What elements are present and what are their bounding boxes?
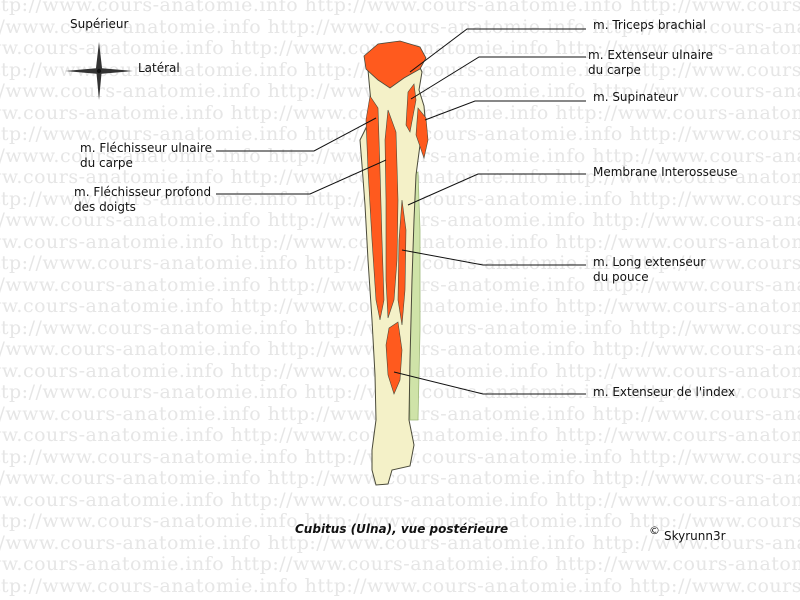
watermark-row: http://www.cours-anatomie.info http://ww… bbox=[0, 467, 800, 489]
watermark-row: http://www.cours-anatomie.info http://ww… bbox=[0, 15, 800, 38]
muscle-flechisseur-ulnaire bbox=[365, 95, 385, 321]
label-line-2: des doigts bbox=[74, 200, 136, 214]
muscle-long-extenseur-pouce bbox=[397, 199, 407, 326]
muscle-flechisseur-profond bbox=[384, 109, 399, 319]
label-line-1: m. Fléchisseur profond bbox=[74, 185, 212, 199]
leader-membrane bbox=[407, 173, 586, 206]
label-line-2: du carpe bbox=[588, 63, 641, 77]
watermark-row: http://www.cours-anatomie.info http://ww… bbox=[0, 0, 800, 16]
label-line-1: m. Long extenseur bbox=[593, 255, 706, 269]
leader-flechisseur-profond bbox=[216, 159, 387, 195]
watermark-row: http://www.cours-anatomie.info http://ww… bbox=[0, 531, 800, 554]
leader-flechisseur-ulnaire bbox=[216, 117, 377, 152]
muscle-extenseur-ulnaire bbox=[405, 83, 417, 133]
watermark-row: http://www.cours-anatomie.info http://ww… bbox=[0, 488, 800, 511]
label-long-extenseur-pouce: m. Long extenseur du pouce bbox=[593, 255, 705, 285]
watermark-row: http://www.cours-anatomie.info http://ww… bbox=[0, 574, 800, 597]
orientation-superior-label: Supérieur bbox=[70, 17, 129, 31]
leader-supinateur bbox=[424, 100, 586, 121]
label-line-2: du carpe bbox=[80, 156, 133, 170]
leader-lines bbox=[216, 28, 586, 395]
muscle-extenseur-index bbox=[385, 321, 403, 395]
copyright-symbol: © bbox=[649, 524, 660, 537]
label-line-2: du pouce bbox=[593, 270, 649, 284]
watermark-row: http://www.cours-anatomie.info http://ww… bbox=[0, 553, 800, 575]
label-extenseur-ulnaire-carpe: m. Extenseur ulnaire du carpe bbox=[588, 48, 713, 78]
leader-extenseur-index bbox=[393, 371, 586, 395]
muscle-supinateur bbox=[415, 107, 429, 160]
label-supinateur: m. Supinateur bbox=[593, 90, 679, 104]
compass-icon bbox=[65, 42, 133, 100]
label-triceps-brachial: m. Triceps brachial bbox=[593, 18, 706, 32]
orientation-lateral-label: Latéral bbox=[138, 61, 180, 75]
leader-extenseur-ulnaire bbox=[410, 56, 586, 100]
label-flechisseur-profond-doigts: m. Fléchisseur profond des doigts bbox=[74, 185, 211, 215]
label-membrane-interosseuse: Membrane Interosseuse bbox=[593, 165, 738, 179]
label-extenseur-index: m. Extenseur de l'index bbox=[593, 385, 735, 399]
label-flechisseur-ulnaire-carpe: m. Fléchisseur ulnaire du carpe bbox=[80, 141, 212, 171]
muscle-triceps-brachial bbox=[363, 40, 427, 89]
watermark-row: http://www.cours-anatomie.info http://ww… bbox=[0, 510, 800, 532]
leader-long-extenseur bbox=[401, 249, 586, 266]
label-line-1: m. Fléchisseur ulnaire bbox=[80, 141, 212, 155]
author-name: Skyrunn3r bbox=[664, 529, 726, 543]
figure-caption: Cubitus (Ulna), vue postérieure bbox=[295, 522, 509, 536]
leader-triceps bbox=[409, 28, 586, 73]
author-credit: © Skyrunn3r bbox=[649, 524, 726, 543]
label-line-1: m. Extenseur ulnaire bbox=[588, 48, 713, 62]
